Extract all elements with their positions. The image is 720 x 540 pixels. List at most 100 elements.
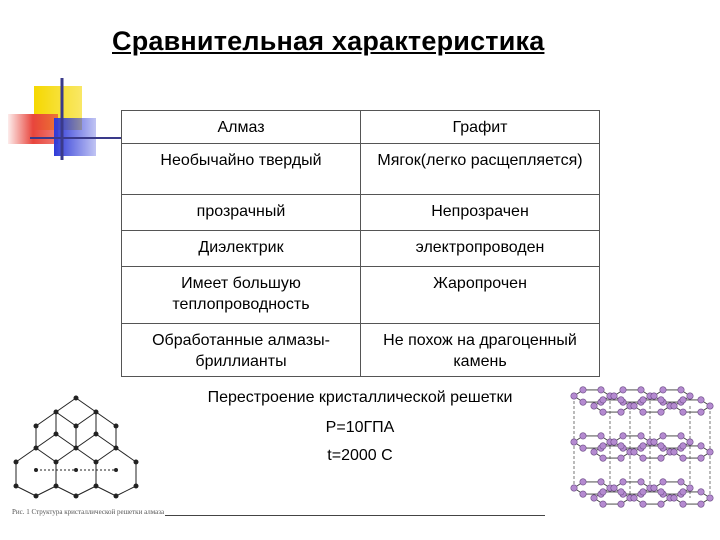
table-cell: электропроводен [360, 230, 600, 267]
table-row: Обработанные алмазы-бриллианты Не похож … [121, 323, 600, 377]
carbon-atom [637, 432, 645, 440]
carbon-atom [599, 408, 607, 416]
carbon-atom [686, 392, 694, 400]
carbon-atom [617, 488, 625, 496]
table-row: прозрачный Непрозрачен [121, 194, 600, 231]
carbon-atom [610, 484, 618, 492]
carbon-atom [630, 448, 638, 456]
carbon-atom [617, 408, 625, 416]
carbon-atom [697, 454, 705, 462]
carbon-atom [579, 398, 587, 406]
table-cell: Не похож на драгоценный камень [360, 323, 600, 377]
carbon-atom [617, 454, 625, 462]
carbon-atom [657, 442, 665, 450]
carbon-atom [679, 396, 687, 404]
carbon-atom [630, 402, 638, 410]
carbon-atom [579, 386, 587, 394]
header-diamond: Алмаз [121, 110, 361, 144]
carbon-atom [650, 438, 658, 446]
carbon-atom [679, 408, 687, 416]
transition-note: Перестроение кристаллической решетки [207, 389, 513, 406]
carbon-atom [590, 402, 598, 410]
carbon-atom [686, 438, 694, 446]
table-cell: Диэлектрик [121, 230, 361, 267]
carbon-atom [610, 438, 618, 446]
divider-line [165, 515, 545, 516]
carbon-atom [650, 392, 658, 400]
carbon-atom [639, 408, 647, 416]
carbon-atom [706, 494, 714, 502]
table-cell: Обработанные алмазы-бриллианты [121, 323, 361, 377]
carbon-atom [639, 442, 647, 450]
table-header-row: Алмаз Графит [121, 110, 600, 144]
carbon-atom [597, 432, 605, 440]
carbon-atom [657, 454, 665, 462]
pressure-note: P=10ГПА [325, 419, 395, 436]
carbon-atom [619, 386, 627, 394]
carbon-atom [570, 484, 578, 492]
carbon-atom [659, 386, 667, 394]
carbon-atom [599, 396, 607, 404]
carbon-atom [670, 494, 678, 502]
carbon-atom [639, 488, 647, 496]
table-cell: Мягок(легко расщепляется) [360, 143, 600, 195]
carbon-atom [599, 500, 607, 508]
carbon-atom [599, 488, 607, 496]
page-title: Сравнительная характеристика [112, 26, 545, 56]
graphite-lattice-image [570, 386, 714, 508]
carbon-atom [650, 484, 658, 492]
deco-yellow-square [34, 86, 82, 130]
table-cell: Имеет большую теплопроводность [121, 266, 361, 324]
carbon-atom [579, 478, 587, 486]
table-cell: Жаропрочен [360, 266, 600, 324]
carbon-atom [679, 488, 687, 496]
carbon-atom [657, 488, 665, 496]
carbon-atom [570, 392, 578, 400]
carbon-atom [639, 454, 647, 462]
carbon-atom [617, 500, 625, 508]
carbon-atom [679, 442, 687, 450]
carbon-atom [670, 402, 678, 410]
carbon-atom [697, 488, 705, 496]
carbon-atom [677, 478, 685, 486]
table-cell: прозрачный [121, 194, 361, 231]
carbon-atom [686, 484, 694, 492]
carbon-atom [599, 442, 607, 450]
carbon-atom [697, 396, 705, 404]
carbon-atom [610, 392, 618, 400]
carbon-atom [619, 432, 627, 440]
carbon-atom [697, 408, 705, 416]
table-cell: Непрозрачен [360, 194, 600, 231]
carbon-atom [679, 500, 687, 508]
carbon-atom [706, 448, 714, 456]
carbon-atom [579, 432, 587, 440]
carbon-atom [617, 396, 625, 404]
carbon-atom [590, 494, 598, 502]
deco-blue-square [54, 118, 96, 156]
table-cell: Необычайно твердый [121, 143, 361, 195]
carbon-atom [697, 442, 705, 450]
diamond-lattice-image [13, 395, 139, 499]
carbon-atom [570, 438, 578, 446]
figure-caption: Рис. 1 Структура кристаллической решетки… [12, 508, 165, 516]
comparison-table: Алмаз Графит Необычайно твердый Мягок(ле… [121, 110, 600, 377]
carbon-atom [639, 396, 647, 404]
carbon-atom [597, 386, 605, 394]
carbon-atom [599, 454, 607, 462]
carbon-atom [637, 386, 645, 394]
carbon-atom [670, 448, 678, 456]
carbon-atom [597, 478, 605, 486]
table-row: Необычайно твердый Мягок(легко расщепляе… [121, 143, 600, 195]
carbon-atom [659, 478, 667, 486]
carbon-atom [697, 500, 705, 508]
carbon-atom [630, 494, 638, 502]
carbon-atom [679, 454, 687, 462]
carbon-atom [637, 478, 645, 486]
carbon-atom [579, 490, 587, 498]
table-row: Имеет большую теплопроводность Жаропроче… [121, 266, 600, 324]
header-graphite: Графит [360, 110, 600, 144]
carbon-atom [579, 444, 587, 452]
carbon-atom [657, 396, 665, 404]
carbon-atom [677, 386, 685, 394]
carbon-atom [619, 478, 627, 486]
